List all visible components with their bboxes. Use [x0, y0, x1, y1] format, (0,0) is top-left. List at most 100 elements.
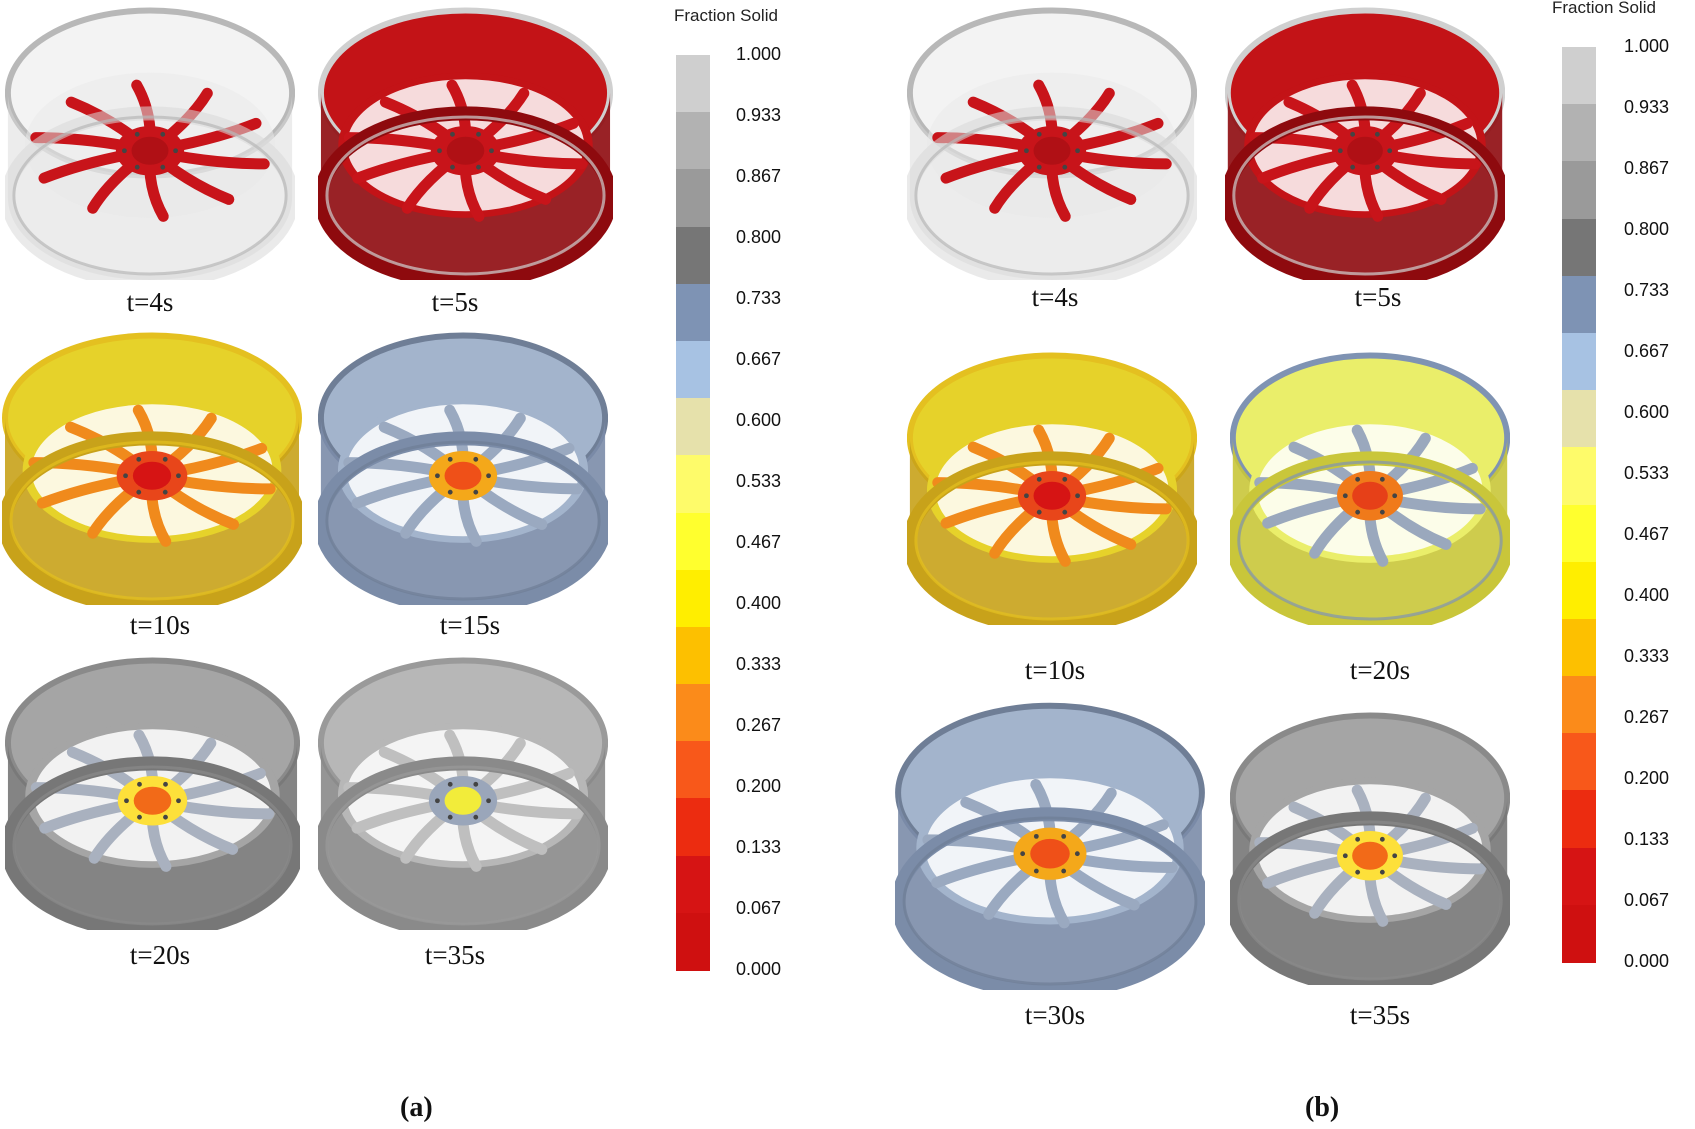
lug-hole — [450, 164, 455, 170]
wheel-hub-core — [446, 136, 485, 165]
lug-hole — [1036, 509, 1042, 515]
colorbar-tick-label: 0.333 — [1624, 646, 1670, 666]
colorbar-swatch — [1562, 390, 1596, 449]
colorbar-tick-label: 0.800 — [1624, 219, 1670, 239]
wheel-a-2 — [313, 5, 618, 289]
panel-caption: (b) — [1305, 1092, 1340, 1123]
lug-hole — [134, 131, 140, 137]
colorbar-swatch — [1562, 733, 1596, 792]
wheel-graphic — [0, 657, 305, 939]
colorbar-tick-label: 0.400 — [736, 593, 782, 613]
wheel-graphic — [313, 7, 618, 289]
colorbar-tick-label: 0.000 — [736, 959, 782, 979]
lug-hole — [1075, 148, 1080, 154]
lug-hole — [473, 814, 479, 820]
lug-hole — [160, 131, 166, 137]
lug-hole — [473, 781, 479, 787]
lug-hole — [1036, 476, 1042, 482]
wheel-graphic — [313, 332, 613, 614]
colorbar-tick-label: 0.867 — [736, 166, 782, 186]
wheel-a-4 — [313, 330, 613, 614]
lug-hole — [1024, 148, 1029, 154]
lug-hole — [1392, 493, 1398, 499]
lug-hole — [1350, 164, 1356, 170]
colorbar-swatch — [1562, 104, 1596, 163]
colorbar-title: Fraction Solid — [674, 6, 778, 25]
lug-hole — [1061, 833, 1067, 839]
time-label: t=35s — [424, 940, 486, 970]
time-label: t=15s — [439, 610, 501, 640]
lug-hole — [1020, 851, 1026, 857]
lug-hole — [1062, 509, 1068, 515]
colorbar-swatch — [676, 226, 710, 285]
time-label: t=35s — [1349, 1000, 1411, 1030]
wheel-graphic — [1225, 712, 1515, 994]
wheel-graphic — [902, 352, 1202, 634]
wheel-b-3 — [902, 350, 1202, 634]
wheel-hub-core — [444, 786, 482, 815]
lug-hole — [176, 473, 181, 479]
lug-hole — [136, 456, 142, 462]
colorbar-tick-label: 0.600 — [736, 410, 782, 430]
lug-hole — [137, 781, 142, 787]
colorbar-tick-label: 0.267 — [736, 715, 782, 735]
colorbar-tick-label: 0.467 — [1624, 524, 1670, 544]
colorbar-swatch — [676, 741, 710, 800]
colorbar-swatch — [676, 340, 710, 400]
lug-hole — [1033, 868, 1039, 874]
lug-hole — [486, 473, 491, 479]
lug-hole — [1024, 493, 1029, 499]
colorbar-tick-label: 0.467 — [736, 532, 782, 552]
colorbar-tick-label: 0.600 — [1624, 402, 1670, 422]
wheel-graphic — [0, 332, 306, 614]
lug-hole — [1355, 476, 1361, 482]
lug-hole — [447, 814, 453, 820]
lug-hole — [163, 781, 168, 787]
lug-hole — [137, 814, 142, 820]
wheel-b-5 — [891, 700, 1209, 999]
wheel-hub-core — [131, 136, 169, 165]
time-label: t=5s — [431, 287, 479, 317]
lug-hole — [162, 456, 168, 462]
wheel-a-5 — [0, 655, 305, 939]
rim-front-edge — [1232, 115, 1498, 276]
lug-hole — [447, 781, 453, 787]
wheel-graphic — [0, 7, 300, 289]
wheel-hub-core — [1347, 136, 1383, 165]
lug-hole — [1374, 164, 1380, 170]
colorbar-swatch — [1562, 504, 1596, 563]
rim-front-edge — [914, 460, 1190, 621]
rim-front-edge — [325, 115, 606, 276]
wheel-b-1 — [902, 5, 1202, 289]
lug-hole — [123, 473, 128, 479]
lug-hole — [1036, 164, 1042, 170]
lug-hole — [476, 164, 481, 170]
wheel-hub-core — [444, 461, 482, 490]
wheel-hub-core — [133, 786, 172, 815]
colorbar-swatch — [1562, 847, 1596, 906]
wheel-a-3 — [0, 330, 306, 614]
lug-hole — [473, 456, 479, 462]
lug-hole — [163, 814, 168, 820]
lug-hole — [1379, 509, 1385, 515]
lug-hole — [1033, 833, 1039, 839]
colorbar-swatch — [1562, 47, 1596, 106]
lug-hole — [1379, 476, 1385, 482]
colorbar-tick-label: 0.533 — [736, 471, 782, 491]
colorbar-swatch — [1562, 904, 1596, 963]
rim-front-edge — [325, 440, 601, 601]
lug-hole — [134, 164, 140, 170]
lug-hole — [124, 798, 129, 804]
lug-hole — [486, 798, 491, 804]
lug-hole — [1062, 131, 1068, 137]
wheel-b-6 — [1225, 710, 1515, 994]
colorbar-swatch — [676, 684, 710, 743]
lug-hole — [1379, 836, 1385, 842]
wheel-hub-core — [1033, 136, 1071, 165]
lug-hole — [437, 148, 442, 154]
colorbar-swatch — [676, 398, 710, 457]
lug-hole — [162, 489, 168, 495]
rim-front-edge — [1237, 820, 1503, 981]
lug-hole — [1061, 868, 1067, 874]
